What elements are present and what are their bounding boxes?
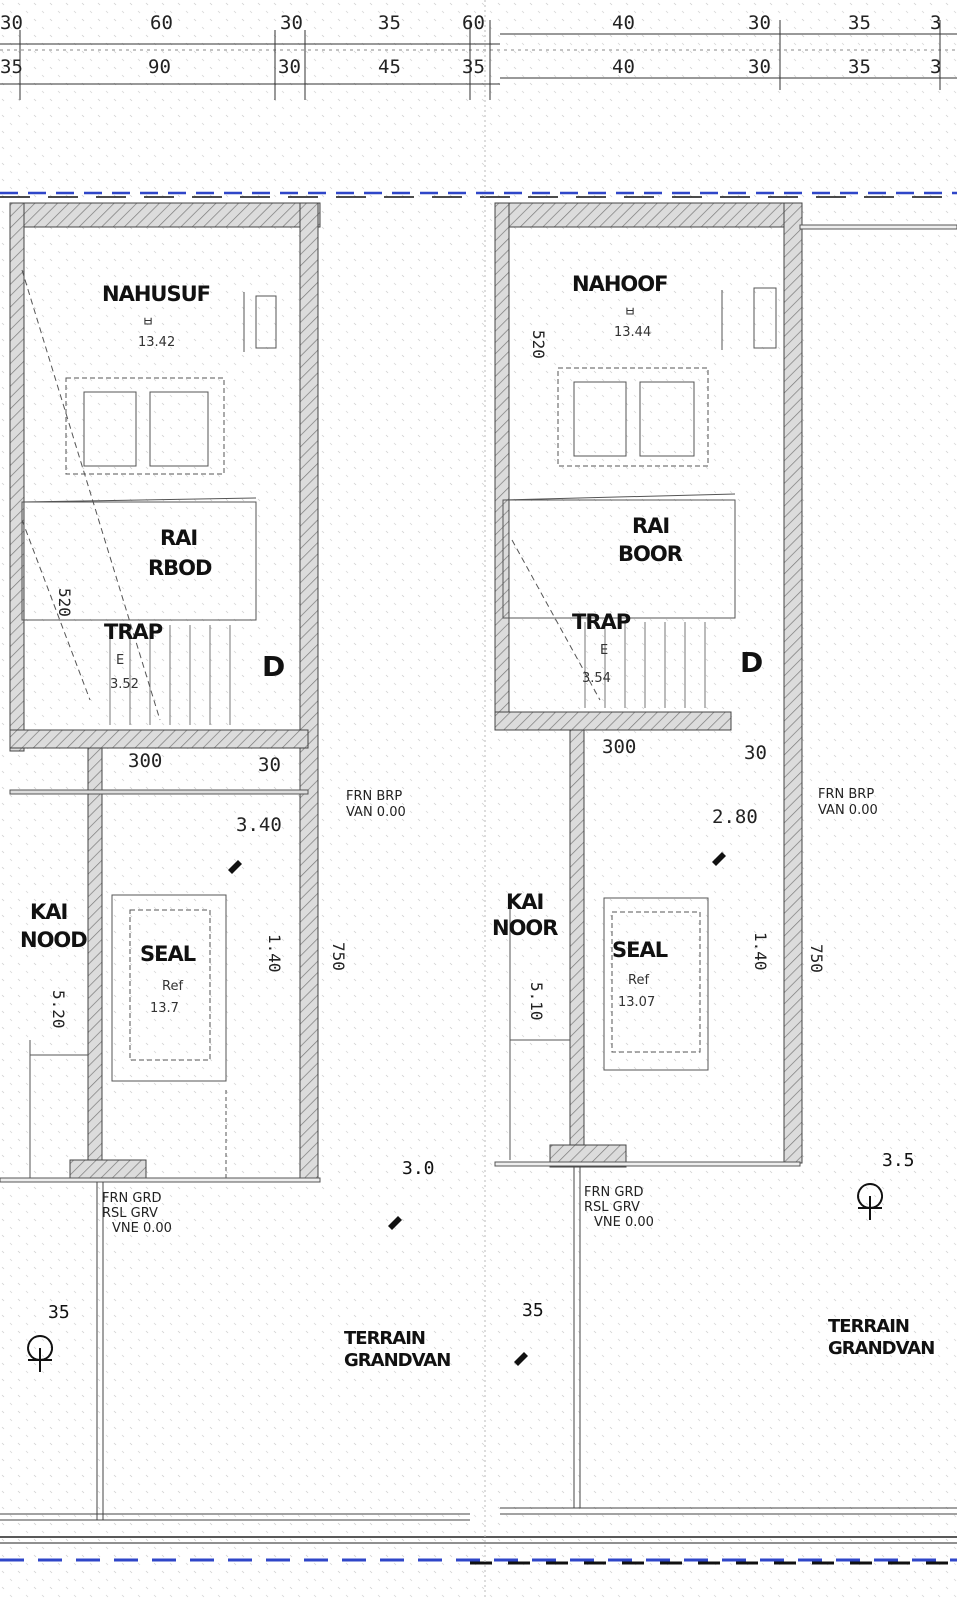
left-unit-walls — [0, 202, 321, 1183]
right-stairs-name: TRAP — [572, 610, 631, 634]
left-bedroom-area: 13.42 — [138, 335, 176, 350]
left-stairs-sub1: E — [116, 653, 125, 668]
left-note-f3: VNE 0.00 — [112, 1221, 172, 1236]
top-dim-row2-6: 30 — [748, 56, 771, 78]
top-dim-row1-4: 60 — [462, 12, 485, 34]
right-note-f3: VNE 0.00 — [594, 1215, 654, 1230]
left-kitchen-name-2: NOOD — [20, 928, 88, 952]
right-living-sub1: Ref — [628, 973, 650, 988]
left-note-f2: RSL GRV — [102, 1206, 158, 1221]
top-dim-row1-5: 40 — [612, 12, 635, 34]
right-living-area: 13.07 — [618, 995, 656, 1010]
left-unit-fixtures — [21, 269, 277, 1178]
left-note-f1: FRN GRD — [102, 1191, 162, 1206]
left-level-2: 3.0 — [402, 1158, 435, 1179]
right-unit-walls — [494, 202, 957, 1168]
left-dim-520: 520 — [55, 588, 74, 617]
left-stairs-area: 3.52 — [110, 677, 139, 692]
left-note-e2: VAN 0.00 — [346, 805, 406, 820]
level-markers — [27, 852, 884, 1372]
left-note-e1: FRN BRP — [346, 789, 403, 804]
right-dim-cut: 5.10 — [527, 982, 546, 1021]
right-bedroom-name: NAHOOF — [572, 272, 668, 296]
left-dim-300: 300 — [128, 750, 163, 772]
left-dim-cut: 5.20 — [49, 990, 68, 1029]
right-dim-750: 750 — [807, 944, 826, 973]
right-dim-140: 1.40 — [751, 932, 770, 971]
right-garden-label-1: TERRAIN — [828, 1316, 910, 1337]
top-dim-row1-2: 30 — [280, 12, 303, 34]
right-dim-520: 520 — [529, 330, 548, 359]
right-dim-280: 2.80 — [712, 806, 758, 828]
right-bath-name-1: RAI — [632, 514, 670, 538]
right-unit-garden — [500, 1167, 957, 1515]
right-note-e2: VAN 0.00 — [818, 803, 878, 818]
top-dim-row2-8: 3 — [930, 56, 942, 78]
left-living-area: 13.7 — [150, 1001, 179, 1016]
top-dim-row2-3: 45 — [378, 56, 401, 78]
left-bath-name-2: RBOD — [148, 556, 212, 580]
left-bedroom-sub1: ㅂ — [142, 315, 154, 330]
right-stairs-area: 3.54 — [582, 671, 611, 686]
left-dim-30: 30 — [258, 754, 281, 776]
right-bedroom-area: 13.44 — [614, 325, 652, 340]
right-dim-300: 300 — [602, 736, 637, 758]
property-boundary — [0, 191, 957, 1565]
top-dim-row2-1: 90 — [148, 56, 171, 78]
left-level-1: 35 — [48, 1302, 70, 1323]
right-level-2: 3.5 — [882, 1150, 915, 1171]
right-level-1: 35 — [522, 1300, 544, 1321]
left-bath-name-1: RAI — [160, 526, 198, 550]
top-dim-row1-8: 3 — [930, 12, 942, 34]
left-section-mark: D — [262, 650, 286, 683]
left-garden-label-1: TERRAIN — [344, 1328, 426, 1349]
left-kitchen-name: KAI — [30, 900, 68, 924]
top-dim-row2-0: 35 — [0, 56, 23, 78]
top-dim-row1-6: 30 — [748, 12, 771, 34]
top-dim-row1-7: 35 — [848, 12, 871, 34]
left-dim-750: 750 — [329, 942, 348, 971]
right-stairs-sub1: E — [600, 643, 609, 658]
right-note-f2: RSL GRV — [584, 1200, 640, 1215]
left-garden-label-2: GRANDVAN — [344, 1350, 451, 1371]
left-living-name: SEAL — [140, 942, 196, 966]
right-bedroom-sub1: ㅂ — [624, 305, 636, 320]
left-dim-340: 3.40 — [236, 814, 282, 836]
left-dim-140: 1.40 — [265, 934, 284, 973]
top-dim-row2-2: 30 — [278, 56, 301, 78]
right-kitchen-name: KAI — [506, 890, 544, 914]
left-bedroom-name: NAHUSUF — [102, 282, 211, 306]
right-bath-name-2: BOOR — [618, 542, 683, 566]
left-living-sub1: Ref — [162, 979, 184, 994]
top-dim-row2-7: 35 — [848, 56, 871, 78]
top-dimension-chains — [0, 20, 957, 100]
right-kitchen-name-2: NOOR — [492, 916, 558, 940]
right-living-name: SEAL — [612, 938, 668, 962]
right-note-e1: FRN BRP — [818, 787, 875, 802]
top-dim-row2-4: 35 — [462, 56, 485, 78]
top-dim-row1-0: 30 — [0, 12, 23, 34]
right-section-mark: D — [740, 646, 764, 679]
right-dim-30: 30 — [744, 742, 767, 764]
top-dim-row1-1: 60 — [150, 12, 173, 34]
left-stairs-name: TRAP — [104, 620, 163, 644]
right-note-f1: FRN GRD — [584, 1185, 644, 1200]
top-dim-row1-3: 35 — [378, 12, 401, 34]
right-unit-fixtures — [502, 287, 777, 1160]
left-unit-garden — [0, 1182, 470, 1521]
right-garden-label-2: GRANDVAN — [828, 1338, 935, 1359]
top-dim-row2-5: 40 — [612, 56, 635, 78]
